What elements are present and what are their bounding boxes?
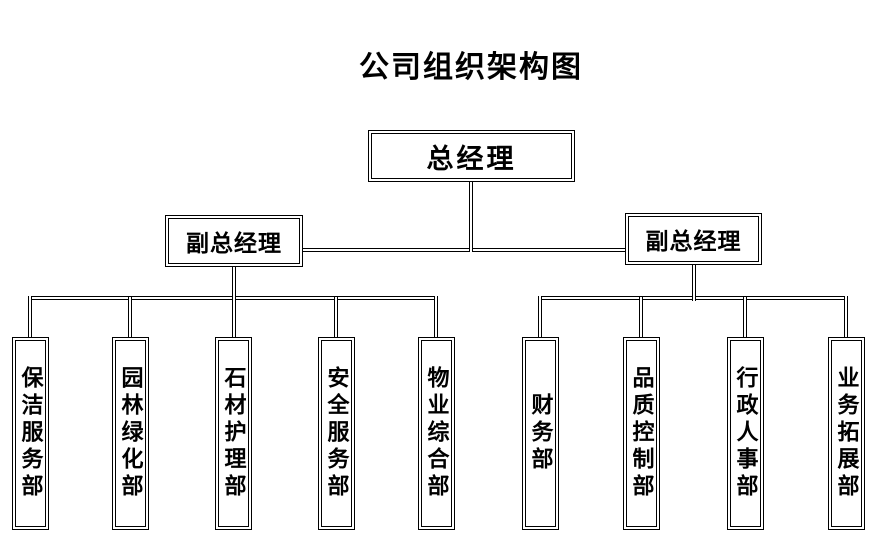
deputy-right-node: 副总经理 [625, 213, 762, 265]
deputy-right-label: 副总经理 [645, 229, 742, 254]
connector-gm-deputies-rail [303, 248, 625, 252]
dept-frame: 行政人事部 [730, 340, 761, 527]
dept-node-finance: 财务部 [522, 337, 559, 530]
connector-drop-hr-admin [743, 297, 747, 337]
connector-deputy-right-drop [692, 265, 696, 301]
root-node-frame: 总经理 [371, 133, 572, 179]
connector-drop-landscaping [128, 297, 132, 337]
dept-label-stone-care: 石材护理部 [221, 366, 247, 501]
dept-frame: 保洁服务部 [15, 340, 46, 527]
connector-deputy-left-drop [232, 267, 236, 337]
dept-frame: 安全服务部 [321, 340, 352, 527]
dept-label-business-dev: 业务拓展部 [834, 366, 860, 501]
deputy-left-node: 副总经理 [165, 215, 303, 267]
deputy-right-frame: 副总经理 [628, 216, 759, 262]
dept-node-quality-control: 品质控制部 [623, 337, 660, 530]
dept-label-property-general: 物业综合部 [424, 366, 450, 501]
org-chart-title: 公司组织架构图 [359, 51, 583, 84]
dept-node-stone-care: 石材护理部 [215, 337, 252, 530]
connector-drop-security [334, 297, 338, 337]
connector-drop-cleaning [28, 296, 32, 337]
dept-node-landscaping: 园林绿化部 [112, 337, 149, 530]
dept-label-landscaping: 园林绿化部 [118, 366, 144, 501]
root-node-label: 总经理 [426, 143, 517, 174]
connector-drop-property-general [434, 296, 438, 337]
dept-label-hr-admin: 行政人事部 [733, 366, 759, 501]
dept-frame: 品质控制部 [626, 340, 657, 527]
dept-node-hr-admin: 行政人事部 [727, 337, 764, 530]
dept-node-cleaning-service: 保洁服务部 [12, 337, 49, 530]
dept-frame: 石材护理部 [218, 340, 249, 527]
dept-frame: 园林绿化部 [115, 340, 146, 527]
connector-drop-quality-control [639, 297, 643, 337]
dept-frame: 财务部 [525, 340, 556, 527]
dept-label-finance: 财务部 [528, 393, 554, 474]
dept-node-security-service: 安全服务部 [318, 337, 355, 530]
connector-gm-drop [469, 182, 473, 252]
dept-label-security-service: 安全服务部 [324, 366, 350, 501]
dept-frame: 物业综合部 [421, 340, 452, 527]
dept-node-property-general: 物业综合部 [418, 337, 455, 530]
connector-drop-business-dev [844, 296, 848, 337]
dept-frame: 业务拓展部 [831, 340, 862, 527]
dept-label-cleaning-service: 保洁服务部 [18, 366, 44, 501]
connector-drop-finance [538, 296, 542, 337]
dept-node-business-dev: 业务拓展部 [828, 337, 865, 530]
root-node-general-manager: 总经理 [368, 130, 575, 182]
deputy-left-label: 副总经理 [186, 231, 282, 256]
dept-label-quality-control: 品质控制部 [629, 366, 655, 501]
deputy-left-frame: 副总经理 [168, 218, 300, 264]
